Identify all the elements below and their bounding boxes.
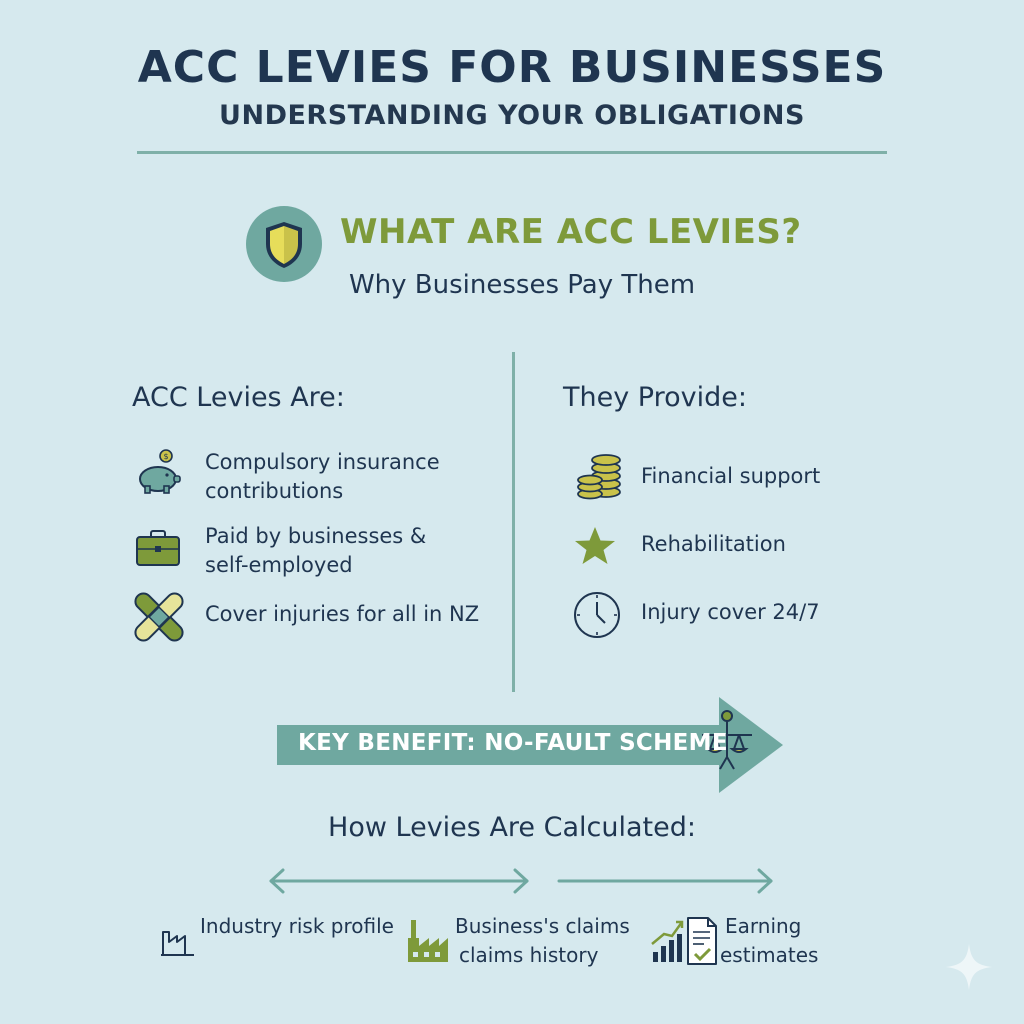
section-heading: WHAT ARE ACC LEVIES? bbox=[340, 212, 802, 252]
shield-badge bbox=[246, 206, 322, 282]
left-column-heading: ACC Levies Are: bbox=[132, 382, 345, 413]
clock-icon bbox=[574, 592, 620, 638]
factor-1-text: Industry risk profile bbox=[200, 914, 394, 938]
page-title: ACC LEVIES FOR BUSINESSES bbox=[137, 42, 887, 93]
left-item-2-text: Paid by businesses & self-employed bbox=[205, 524, 427, 577]
factory-outline-icon bbox=[161, 931, 194, 956]
factory-icon bbox=[408, 920, 448, 962]
coins-icon bbox=[577, 454, 621, 500]
svg-text:$: $ bbox=[163, 452, 168, 461]
key-benefit-banner bbox=[277, 697, 783, 793]
scales-person-icon bbox=[702, 710, 752, 770]
header-divider bbox=[137, 151, 887, 154]
left-item-bandage bbox=[134, 592, 184, 642]
right-item-coins bbox=[574, 448, 624, 500]
section-subheading: Why Businesses Pay Them bbox=[348, 270, 696, 300]
growth-chart-document-icon bbox=[651, 917, 717, 965]
left-item-piggy: $ bbox=[132, 446, 186, 500]
left-item-briefcase bbox=[134, 527, 182, 569]
factor-earnings-icon-wrap bbox=[650, 914, 720, 966]
piggy-bank-icon: $ bbox=[139, 449, 181, 494]
right-item-star bbox=[572, 524, 618, 568]
key-benefit-label: KEY BENEFIT: NO-FAULT SCHEME bbox=[298, 730, 728, 756]
calculation-heading: How Levies Are Calculated: bbox=[328, 812, 696, 843]
right-item-1-text: Financial support bbox=[641, 464, 821, 488]
briefcase-icon bbox=[136, 530, 180, 566]
shield-icon bbox=[266, 222, 302, 268]
calculation-arrows bbox=[269, 868, 773, 894]
bandage-icon bbox=[134, 592, 184, 642]
right-item-3-text: Injury cover 24/7 bbox=[641, 600, 820, 624]
factor-industry-icon-wrap bbox=[160, 924, 196, 958]
right-column-heading: They Provide: bbox=[563, 382, 747, 413]
sparkle-icon bbox=[946, 944, 992, 990]
right-item-clock bbox=[572, 590, 622, 640]
left-item-1-text: Compulsory insurance contributions bbox=[205, 450, 440, 503]
column-divider bbox=[512, 352, 515, 692]
factor-2-text: Business's claims claims history bbox=[455, 914, 630, 967]
right-item-2-text: Rehabilitation bbox=[641, 532, 786, 556]
factor-3-text: Earning estimates bbox=[720, 914, 819, 967]
left-item-3-text: Cover injuries for all in NZ bbox=[205, 602, 480, 626]
star-icon bbox=[575, 527, 615, 564]
factor-claims-icon-wrap bbox=[405, 916, 451, 964]
page-subtitle: UNDERSTANDING YOUR OBLIGATIONS bbox=[219, 100, 805, 131]
